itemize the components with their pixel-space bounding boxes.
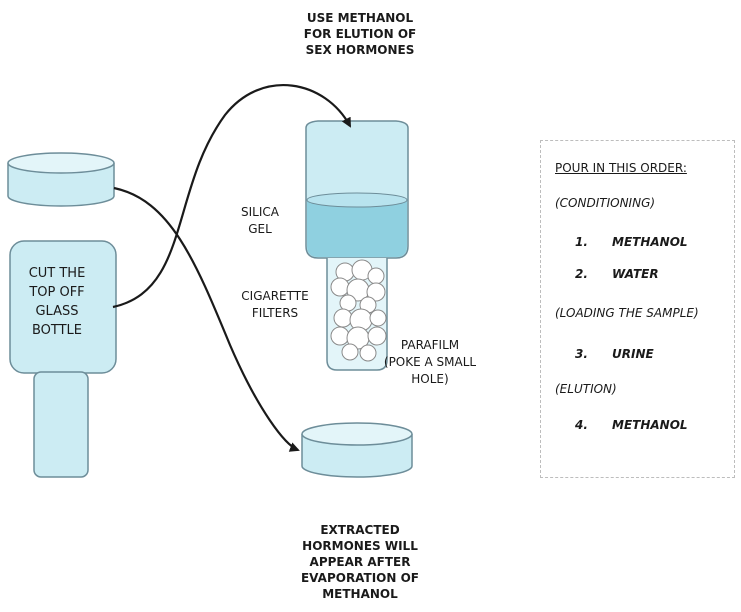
step-name: METHANOL [612, 235, 688, 249]
label-line: EVAPORATION OF [300, 571, 420, 585]
pour-order-box: POUR IN THIS ORDER: (CONDITIONING) 1. ME… [540, 140, 735, 478]
collection-dish [301, 422, 413, 478]
arrow-top-to-dish [113, 186, 300, 452]
arrow-bottle-to-column [112, 84, 351, 309]
label-line: FILTERS [251, 306, 299, 320]
step-name: URINE [612, 347, 654, 361]
step-number: 2. [575, 267, 588, 281]
silica-gel-layer [306, 192, 408, 257]
label-line: PARAFILM [400, 338, 460, 352]
label-line: TOP OFF [29, 285, 85, 300]
order-heading: POUR IN THIS ORDER: [555, 161, 687, 175]
parafilm-label: PARAFILM (POKE A SMALL HOLE) [380, 337, 480, 388]
label-line: (POKE A SMALL [383, 355, 477, 369]
label-line: SILICA [241, 205, 279, 219]
step-name: METHANOL [612, 418, 688, 432]
silica-gel-label: SILICA GEL [230, 204, 290, 238]
label-line: METHANOL [322, 587, 398, 601]
cigarette-filters [330, 259, 387, 362]
section-conditioning: (CONDITIONING) [555, 196, 656, 210]
label-line: SEX HORMONES [305, 43, 415, 57]
label-line: GEL [248, 222, 272, 236]
extracted-hormones-label: EXTRACTED HORMONES WILL APPEAR AFTER EVA… [270, 522, 450, 602]
label-line: APPEAR AFTER [309, 555, 411, 569]
section-elution: (ELUTION) [555, 382, 617, 396]
label-line: EXTRACTED [320, 523, 400, 537]
step-name: WATER [612, 267, 659, 281]
methanol-elution-label: USE METHANOL FOR ELUTION OF SEX HORMONES [270, 10, 450, 58]
label-line: CIGARETTE [241, 289, 309, 303]
glass-bottle [9, 240, 117, 478]
label-line: GLASS [35, 304, 79, 319]
step-number: 3. [575, 347, 588, 361]
label-line: USE METHANOL [306, 11, 414, 25]
cut-bottle-top [7, 152, 115, 207]
section-loading-sample: (LOADING THE SAMPLE) [555, 306, 699, 320]
step-number: 1. [575, 235, 588, 249]
label-line: CUT THE [28, 266, 86, 281]
bottle-label: CUT THE TOP OFF GLASS BOTTLE [2, 264, 112, 340]
label-line: BOTTLE [31, 323, 83, 338]
label-line: FOR ELUTION OF [303, 27, 417, 41]
label-line: HORMONES WILL [302, 539, 418, 553]
step-number: 4. [575, 418, 588, 432]
cigarette-filters-label: CIGARETTE FILTERS [232, 288, 318, 322]
label-line: HOLE) [411, 372, 449, 386]
